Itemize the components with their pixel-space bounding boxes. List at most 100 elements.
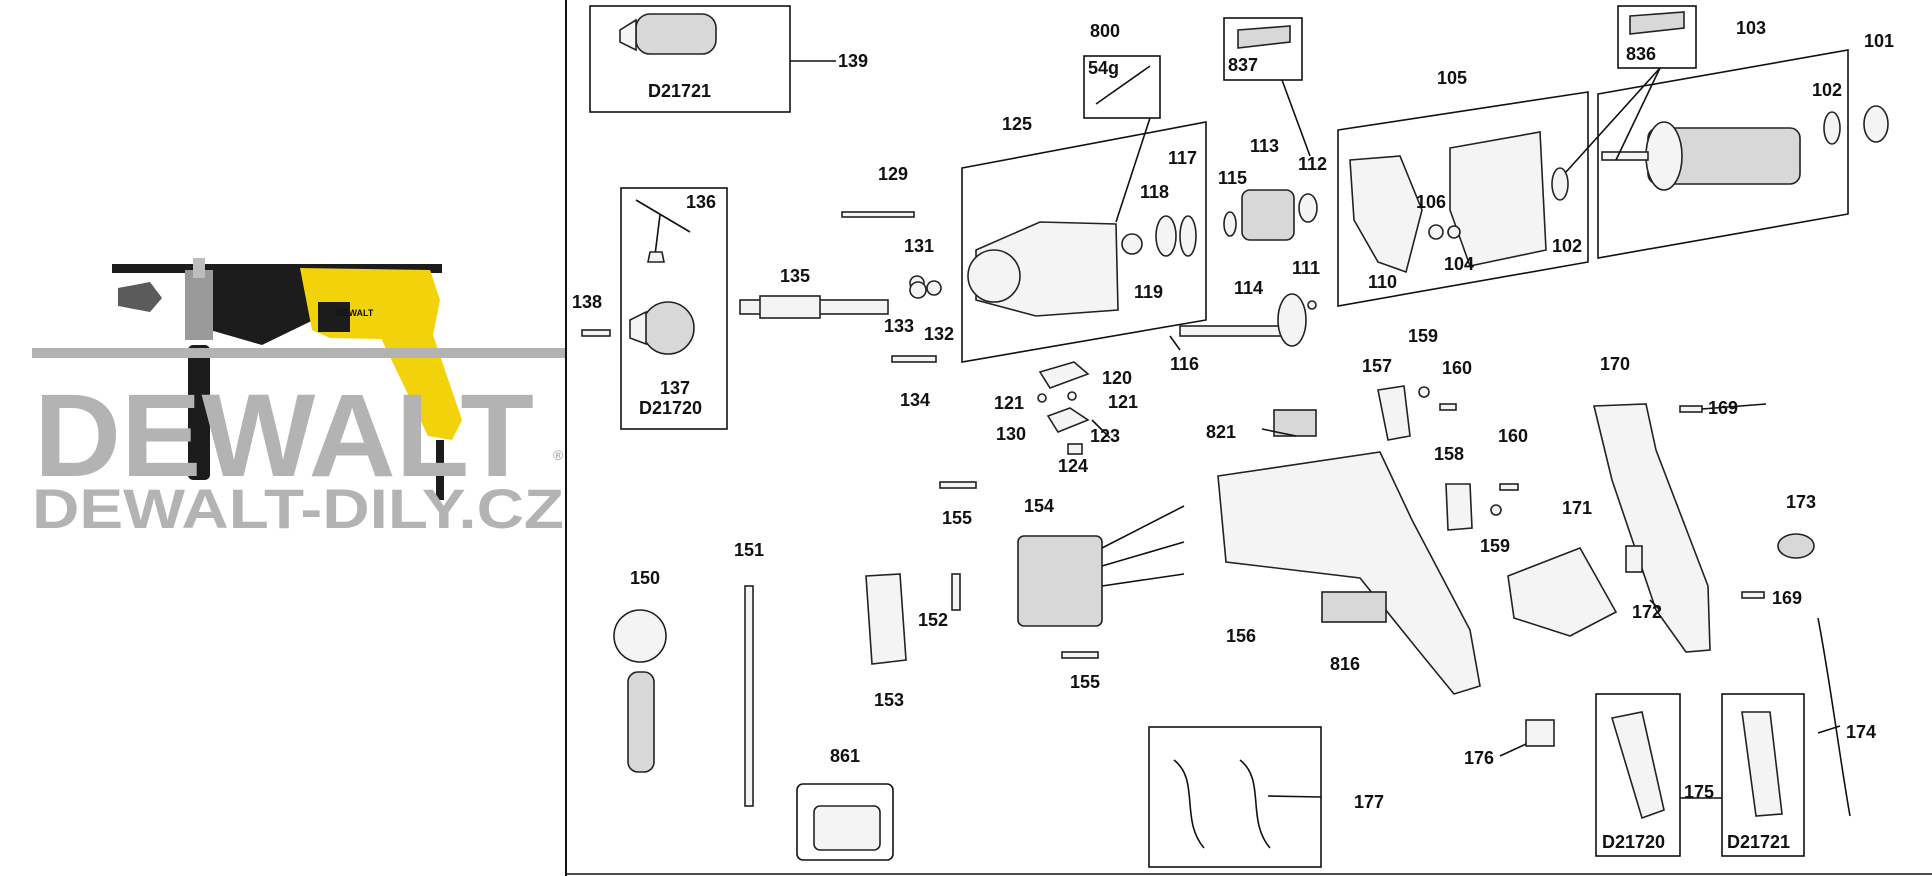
label-157: 157 (1362, 356, 1392, 376)
label-123: 123 (1090, 426, 1120, 446)
label-176: 176 (1464, 748, 1494, 768)
label-d21720-bottom: D21720 (1602, 832, 1665, 852)
part-pin-134 (891, 355, 937, 363)
part-switch-158 (1445, 483, 1473, 531)
label-113: 113 (1250, 136, 1279, 156)
label-172: 172 (1632, 602, 1662, 622)
label-152: 152 (918, 610, 948, 630)
label-171: 171 (1562, 498, 1592, 518)
label-d21721-bottom: D21721 (1727, 832, 1790, 852)
watermark-registered: ® (553, 447, 564, 463)
label-119: 119 (1134, 282, 1163, 302)
label-861: 861 (830, 746, 860, 766)
part-chuck-key-136 (635, 199, 691, 263)
part-washer-115 (1223, 211, 1237, 237)
watermark-brand: DEWALT (34, 370, 534, 502)
frame-175-d21720 (1595, 693, 1681, 857)
part-clip-172 (1625, 545, 1643, 573)
part-handle-d21721 (1741, 711, 1783, 817)
frame-836 (1617, 5, 1697, 69)
label-159-mid: 159 (1480, 536, 1510, 556)
frame-837 (1223, 17, 1303, 81)
part-bearing-119 (1121, 233, 1143, 255)
label-104: 104 (1444, 254, 1474, 274)
part-bearing-101 (1863, 105, 1889, 143)
part-bearing-133 (909, 281, 927, 299)
dewalt-watermark: DEWALT ® DEWALT-DILY.CZ (32, 348, 565, 540)
leader-lines (790, 60, 1841, 799)
label-800: 800 (1090, 21, 1120, 41)
part-housing-156 (1217, 451, 1481, 695)
label-54g: 54g (1088, 58, 1119, 78)
part-depth-rod-151 (744, 585, 754, 807)
label-138: 138 (572, 292, 602, 312)
label-158: 158 (1434, 444, 1464, 464)
label-821: 821 (1206, 422, 1236, 442)
part-armature-103 (1601, 121, 1801, 191)
part-screw-169a (1679, 405, 1703, 413)
part-bearing-112 (1298, 193, 1318, 223)
label-131: 131 (904, 236, 934, 256)
label-117: 117 (1168, 148, 1197, 168)
part-ring-118 (1155, 215, 1177, 257)
part-chuck-137 (629, 301, 695, 355)
label-836: 836 (1626, 44, 1656, 64)
label-175: 175 (1684, 782, 1714, 802)
label-837: 837 (1228, 55, 1258, 75)
part-label-816 (1321, 591, 1387, 623)
label-134: 134 (900, 390, 930, 410)
label-160-top: 160 (1442, 358, 1472, 378)
part-cord-174 (1817, 617, 1851, 817)
part-pin-152 (951, 573, 961, 611)
frame-125 (961, 121, 1207, 363)
label-102-right: 102 (1812, 80, 1842, 100)
part-labels: 800 54g 139 D21721 837 836 103 101 105 1… (572, 18, 1894, 852)
label-155-bottom: 155 (1070, 672, 1100, 692)
part-spring-159a (1418, 386, 1430, 398)
label-159-top: 159 (1408, 326, 1438, 346)
part-screw-160a (1439, 403, 1457, 411)
label-111: 111 (1292, 258, 1320, 278)
frame-chuck-d21720 (620, 187, 728, 430)
label-120: 120 (1102, 368, 1132, 388)
part-side-handle-150 (613, 609, 667, 773)
part-bearing-102a (1551, 167, 1569, 201)
part-brush-holder-837 (1237, 25, 1291, 49)
part-ring-104 (1447, 225, 1461, 239)
label-103: 103 (1736, 18, 1766, 38)
label-121-right: 121 (1108, 392, 1138, 412)
part-handle-170 (1592, 403, 1711, 653)
frame-175-d21721 (1721, 693, 1805, 857)
frame-chuck-d21721 (589, 5, 791, 113)
part-wires-177 (1173, 759, 1271, 849)
label-121-left: 121 (994, 393, 1024, 413)
part-pin-129 (841, 211, 915, 218)
label-173: 173 (1786, 492, 1816, 512)
part-spring-159b (1490, 504, 1502, 516)
part-handle-d21720 (1610, 711, 1665, 820)
frame-103 (1597, 49, 1849, 259)
part-label-821 (1273, 409, 1317, 437)
part-ball-111 (1307, 300, 1317, 310)
label-130: 130 (996, 424, 1026, 444)
part-housing-105 (1349, 131, 1547, 274)
label-115: 115 (1218, 168, 1247, 188)
watermark-site: DEWALT-DILY.CZ (32, 477, 564, 540)
part-case-861 (813, 805, 881, 851)
part-bearing-102b (1823, 111, 1841, 145)
label-174: 174 (1846, 722, 1876, 742)
part-ring-117 (1179, 215, 1197, 257)
drill-photo (112, 258, 462, 500)
part-screw-160b (1499, 483, 1519, 491)
label-136: 136 (686, 192, 716, 212)
label-170: 170 (1600, 354, 1630, 374)
part-switch-157 (1377, 385, 1411, 441)
label-101: 101 (1864, 31, 1894, 51)
label-110: 110 (1368, 272, 1397, 292)
label-155-top: 155 (942, 508, 972, 528)
label-169-top: 169 (1708, 398, 1738, 418)
part-screw-169b (1741, 591, 1765, 599)
product-photo-panel (0, 0, 566, 876)
label-d21721-top: D21721 (648, 81, 711, 101)
